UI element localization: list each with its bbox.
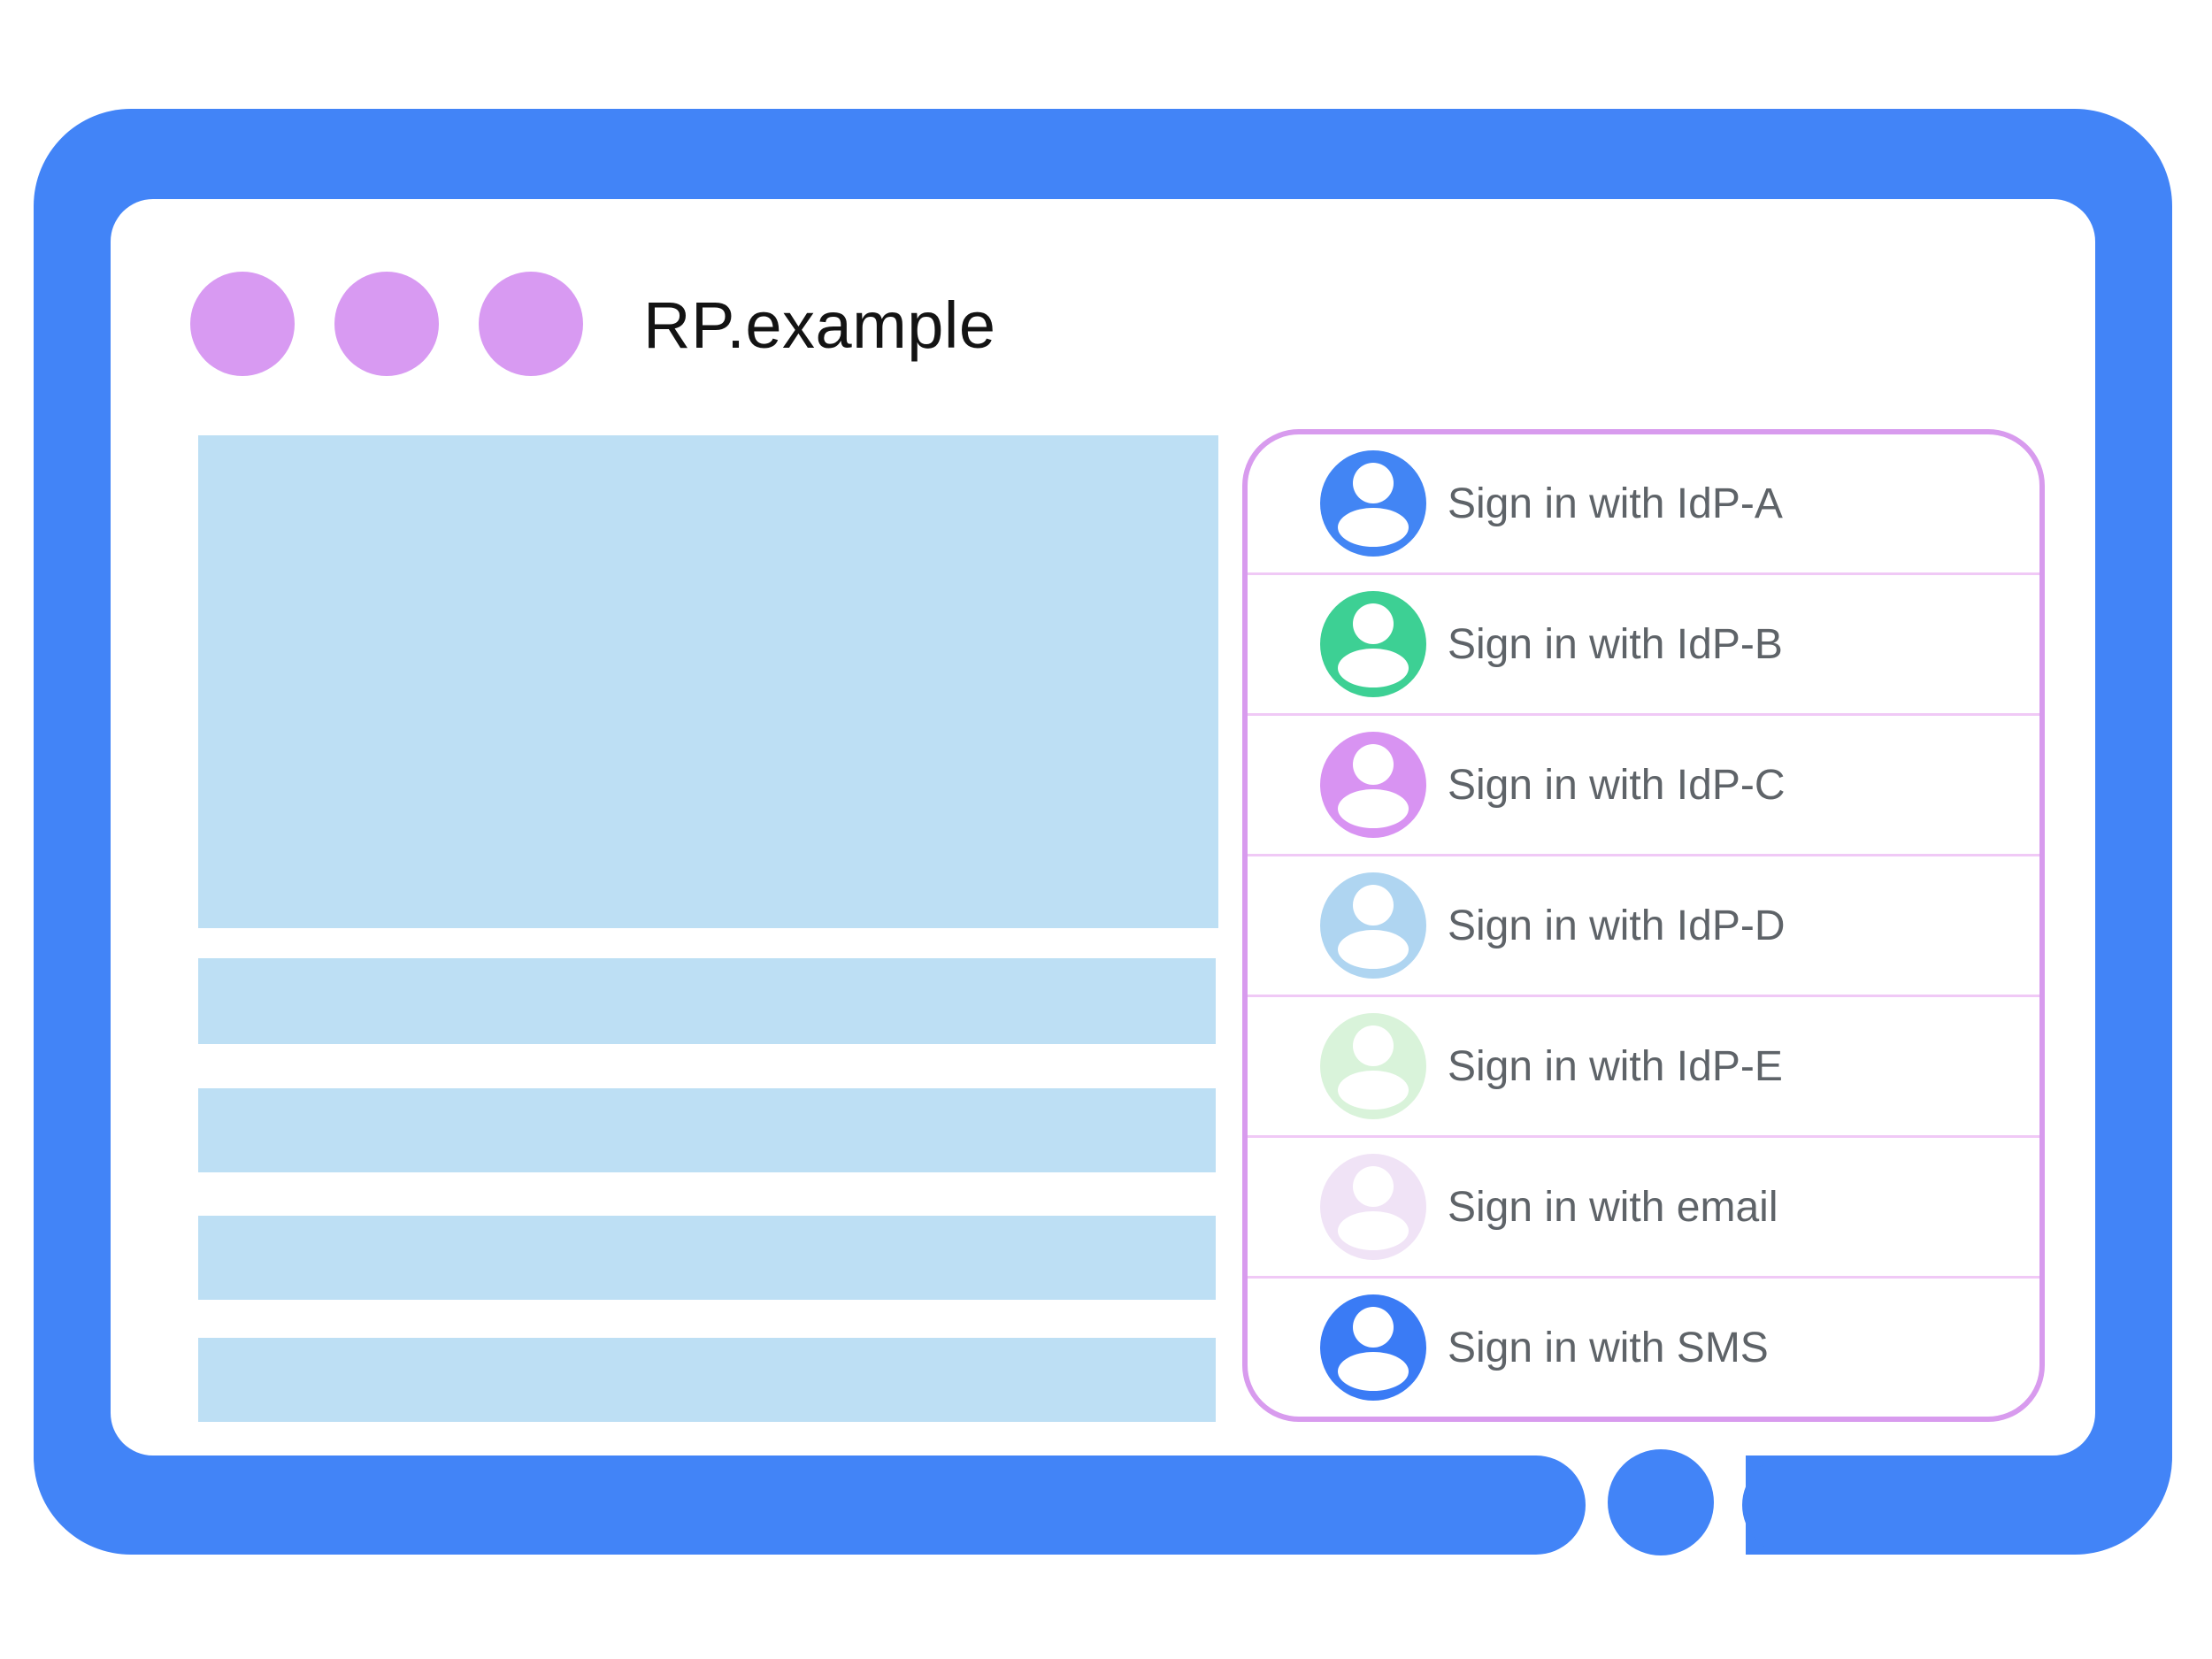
account-chooser-panel: Sign in with IdP-A Sign in with IdP-B Si… [1242,429,2045,1422]
browser-window-dots [190,272,650,376]
person-avatar-icon [1320,1294,1426,1401]
window-dot-icon [334,272,439,376]
content-placeholder-hero [198,435,1218,928]
sign-in-option-idp-c[interactable]: Sign in with IdP-C [1248,713,2039,854]
site-domain-label: RP.example [643,288,996,362]
sign-in-option-idp-d[interactable]: Sign in with IdP-D [1248,854,2039,995]
sign-in-option-label: Sign in with SMS [1448,1324,1769,1371]
sign-in-option-email[interactable]: Sign in with email [1248,1135,2039,1276]
person-avatar-icon [1320,1013,1426,1119]
home-button [1608,1449,1714,1555]
content-placeholder-line [198,958,1216,1044]
sign-in-option-label: Sign in with IdP-B [1448,620,1783,668]
sign-in-option-label: Sign in with IdP-C [1448,761,1786,809]
sign-in-option-label: Sign in with IdP-A [1448,480,1783,527]
sign-in-option-idp-a[interactable]: Sign in with IdP-A [1248,434,2039,572]
window-dot-icon [479,272,583,376]
window-dot-icon [190,272,295,376]
content-placeholder-line [198,1338,1216,1422]
content-placeholder-line [198,1088,1216,1172]
sign-in-option-label: Sign in with email [1448,1183,1778,1231]
bottom-bar-left-cap [1485,1455,1586,1555]
person-avatar-icon [1320,732,1426,838]
sign-in-option-sms[interactable]: Sign in with SMS [1248,1276,2039,1417]
sign-in-option-idp-b[interactable]: Sign in with IdP-B [1248,572,2039,713]
person-avatar-icon [1320,591,1426,697]
bottom-bar-right-cap [1742,1455,1843,1555]
person-avatar-icon [1320,450,1426,557]
content-placeholder-line [198,1216,1216,1300]
sign-in-option-label: Sign in with IdP-D [1448,902,1786,949]
sign-in-option-idp-e[interactable]: Sign in with IdP-E [1248,995,2039,1135]
person-avatar-icon [1320,1154,1426,1260]
sign-in-option-label: Sign in with IdP-E [1448,1042,1783,1090]
person-avatar-icon [1320,872,1426,979]
